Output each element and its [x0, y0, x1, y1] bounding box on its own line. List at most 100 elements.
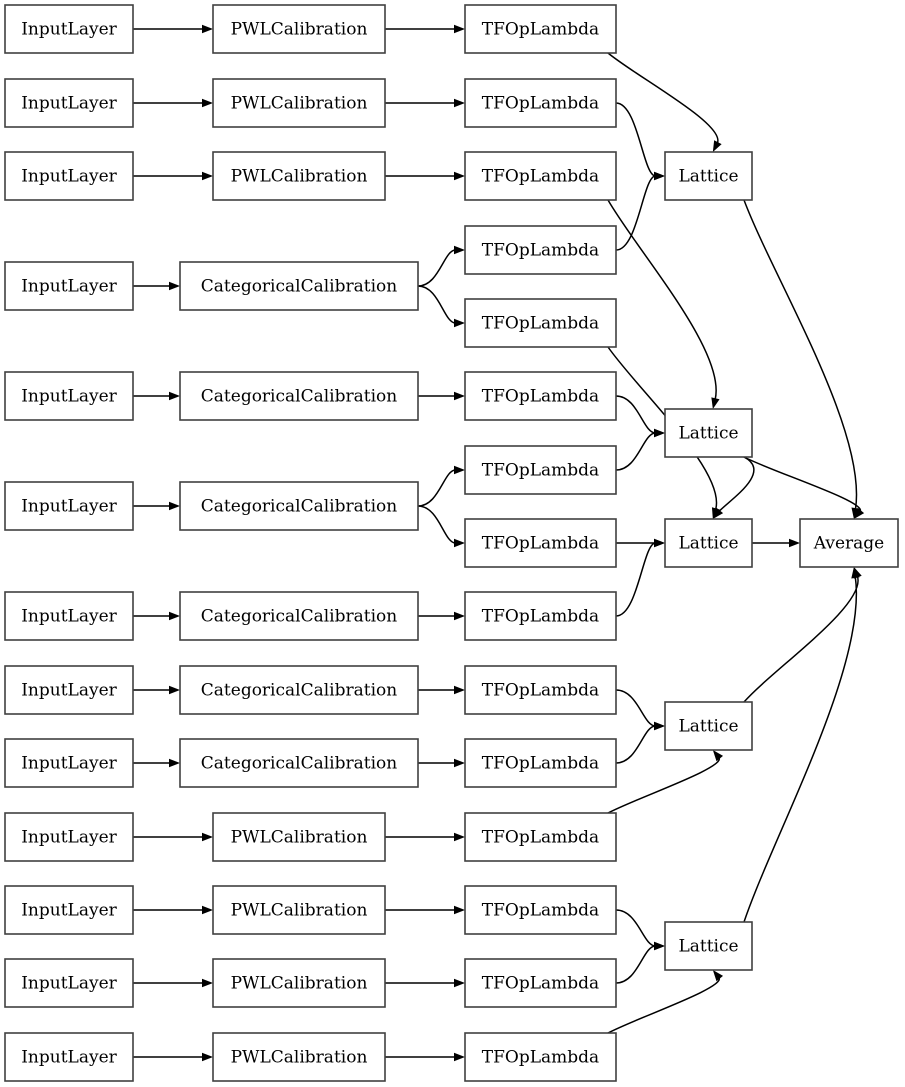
node-box[interactable]	[4, 738, 134, 788]
node-in1-input-layer[interactable]: InputLayer	[4, 4, 134, 54]
node-box[interactable]	[664, 701, 753, 751]
node-op1-tfop-lambda[interactable]: TFOpLambda	[464, 4, 617, 54]
node-box[interactable]	[179, 738, 419, 788]
node-box[interactable]	[799, 518, 899, 568]
node-box[interactable]	[4, 151, 134, 201]
node-op12-tfop-lambda[interactable]: TFOpLambda	[464, 812, 617, 862]
node-op6-tfop-lambda[interactable]: TFOpLambda	[464, 371, 617, 421]
node-cal11-pwlcalibration[interactable]: PWLCalibration	[212, 885, 386, 935]
node-box[interactable]	[212, 151, 386, 201]
node-cal7-categorical-calibration[interactable]: CategoricalCalibration	[179, 591, 419, 641]
node-box[interactable]	[464, 151, 617, 201]
node-box[interactable]	[179, 261, 419, 311]
node-avg-average[interactable]: Average	[799, 518, 899, 568]
node-box[interactable]	[464, 78, 617, 128]
node-op5-tfop-lambda[interactable]: TFOpLambda	[464, 298, 617, 348]
node-box[interactable]	[464, 591, 617, 641]
node-cal2-pwlcalibration[interactable]: PWLCalibration	[212, 78, 386, 128]
node-box[interactable]	[464, 1032, 617, 1082]
node-box[interactable]	[4, 371, 134, 421]
node-box[interactable]	[464, 518, 617, 568]
node-box[interactable]	[664, 518, 753, 568]
edge-op9-to-lat3	[615, 542, 656, 617]
node-op11-tfop-lambda[interactable]: TFOpLambda	[464, 738, 617, 788]
node-box[interactable]	[4, 591, 134, 641]
node-cal4-categorical-calibration[interactable]: CategoricalCalibration	[179, 261, 419, 311]
node-box[interactable]	[464, 958, 617, 1008]
node-cal12-pwlcalibration[interactable]: PWLCalibration	[212, 958, 386, 1008]
node-cal6-categorical-calibration[interactable]: CategoricalCalibration	[179, 481, 419, 531]
node-in9-input-layer[interactable]: InputLayer	[4, 738, 134, 788]
node-box[interactable]	[4, 4, 134, 54]
node-lat5-lattice[interactable]: Lattice	[664, 921, 753, 971]
node-box[interactable]	[179, 371, 419, 421]
node-cal10-pwlcalibration[interactable]: PWLCalibration	[212, 812, 386, 862]
node-box[interactable]	[664, 151, 753, 201]
node-box[interactable]	[464, 445, 617, 495]
node-box[interactable]	[4, 665, 134, 715]
node-box[interactable]	[464, 298, 617, 348]
node-box[interactable]	[179, 481, 419, 531]
node-box[interactable]	[464, 738, 617, 788]
node-box[interactable]	[4, 78, 134, 128]
node-in5-input-layer[interactable]: InputLayer	[4, 371, 134, 421]
node-lat3-lattice[interactable]: Lattice	[664, 518, 753, 568]
node-op3-tfop-lambda[interactable]: TFOpLambda	[464, 151, 617, 201]
node-cal9-categorical-calibration[interactable]: CategoricalCalibration	[179, 738, 419, 788]
node-box[interactable]	[664, 921, 753, 971]
node-box[interactable]	[212, 885, 386, 935]
node-box[interactable]	[464, 371, 617, 421]
node-box[interactable]	[464, 812, 617, 862]
node-box[interactable]	[4, 481, 134, 531]
node-box[interactable]	[464, 665, 617, 715]
node-in7-input-layer[interactable]: InputLayer	[4, 591, 134, 641]
node-lat1-lattice[interactable]: Lattice	[664, 151, 753, 201]
node-box[interactable]	[179, 665, 419, 715]
node-in8-input-layer[interactable]: InputLayer	[4, 665, 134, 715]
node-op8-tfop-lambda[interactable]: TFOpLambda	[464, 518, 617, 568]
arrowhead-icon	[654, 171, 665, 181]
node-in2-input-layer[interactable]: InputLayer	[4, 78, 134, 128]
node-op10-tfop-lambda[interactable]: TFOpLambda	[464, 665, 617, 715]
node-op15-tfop-lambda[interactable]: TFOpLambda	[464, 1032, 617, 1082]
node-in4-input-layer[interactable]: InputLayer	[4, 261, 134, 311]
node-in3-input-layer[interactable]: InputLayer	[4, 151, 134, 201]
node-op7-tfop-lambda[interactable]: TFOpLambda	[464, 445, 617, 495]
node-box[interactable]	[4, 885, 134, 935]
node-box[interactable]	[464, 225, 617, 275]
edge-op15-to-lat5	[607, 976, 720, 1034]
node-in12-input-layer[interactable]: InputLayer	[4, 958, 134, 1008]
node-op9-tfop-lambda[interactable]: TFOpLambda	[464, 591, 617, 641]
node-box[interactable]	[212, 78, 386, 128]
node-box[interactable]	[212, 4, 386, 54]
node-cal5-categorical-calibration[interactable]: CategoricalCalibration	[179, 371, 419, 421]
node-op13-tfop-lambda[interactable]: TFOpLambda	[464, 885, 617, 935]
node-label: TFOpLambda	[482, 461, 599, 481]
node-in6-input-layer[interactable]: InputLayer	[4, 481, 134, 531]
node-cal13-pwlcalibration[interactable]: PWLCalibration	[212, 1032, 386, 1082]
node-label: CategoricalCalibration	[201, 681, 397, 701]
node-cal8-categorical-calibration[interactable]: CategoricalCalibration	[179, 665, 419, 715]
node-box[interactable]	[212, 1032, 386, 1082]
node-box[interactable]	[464, 885, 617, 935]
node-cal1-pwlcalibration[interactable]: PWLCalibration	[212, 4, 386, 54]
node-op14-tfop-lambda[interactable]: TFOpLambda	[464, 958, 617, 1008]
node-in10-input-layer[interactable]: InputLayer	[4, 812, 134, 862]
node-box[interactable]	[4, 958, 134, 1008]
node-lat4-lattice[interactable]: Lattice	[664, 701, 753, 751]
node-box[interactable]	[179, 591, 419, 641]
node-box[interactable]	[4, 812, 134, 862]
node-cal3-pwlcalibration[interactable]: PWLCalibration	[212, 151, 386, 201]
node-in13-input-layer[interactable]: InputLayer	[4, 1032, 134, 1082]
node-in11-input-layer[interactable]: InputLayer	[4, 885, 134, 935]
node-label: InputLayer	[21, 1048, 117, 1068]
node-box[interactable]	[464, 4, 617, 54]
node-box[interactable]	[4, 1032, 134, 1082]
node-lat2-lattice[interactable]: Lattice	[664, 408, 753, 458]
node-box[interactable]	[212, 958, 386, 1008]
node-op2-tfop-lambda[interactable]: TFOpLambda	[464, 78, 617, 128]
node-box[interactable]	[664, 408, 753, 458]
node-box[interactable]	[4, 261, 134, 311]
node-box[interactable]	[212, 812, 386, 862]
node-op4-tfop-lambda[interactable]: TFOpLambda	[464, 225, 617, 275]
